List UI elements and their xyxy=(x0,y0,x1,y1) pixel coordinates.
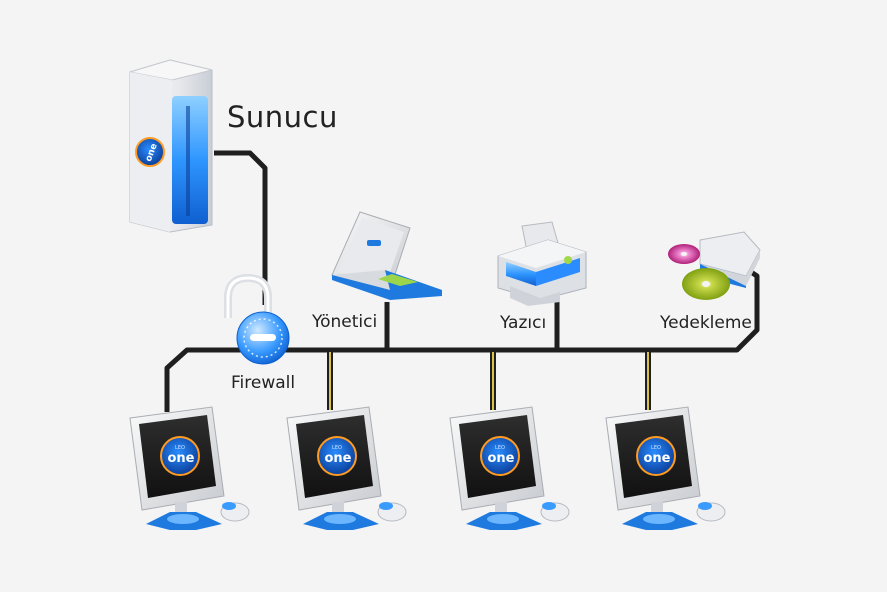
admin-label: Yönetici xyxy=(312,312,378,332)
monitor-icon: LEO one xyxy=(129,406,225,530)
server-label: Sunucu xyxy=(227,100,338,134)
workstation-drop-cables xyxy=(327,352,651,410)
backup-label: Yedekleme xyxy=(660,313,752,333)
backbone-cable xyxy=(164,265,760,412)
logo-small-text: LEO xyxy=(175,445,185,451)
printer-icon xyxy=(497,221,587,306)
server-cable xyxy=(214,150,268,305)
mouse-icon xyxy=(220,502,250,522)
server-tower-icon: one xyxy=(129,59,213,233)
workstation-1: LEO one xyxy=(129,406,250,530)
network-cables xyxy=(164,150,760,412)
printer-label: Yazıcı xyxy=(500,313,547,333)
logo-main-text: one xyxy=(167,451,194,466)
laptop-icon xyxy=(331,211,442,300)
disc-backup-drive-icon xyxy=(668,231,761,300)
padlock-icon xyxy=(224,273,290,365)
firewall-label: Firewall xyxy=(231,373,296,393)
